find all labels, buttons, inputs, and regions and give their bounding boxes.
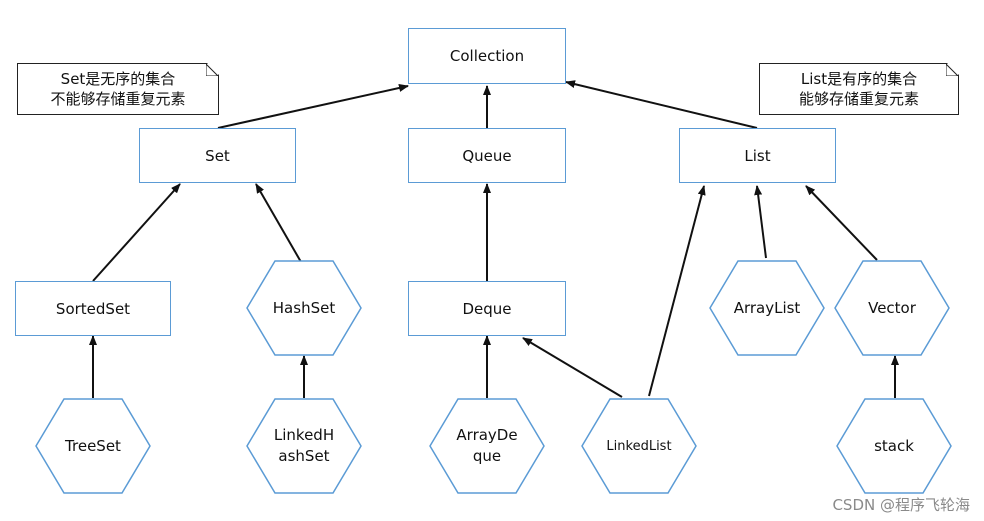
node-treeset-label: TreeSet	[65, 436, 121, 455]
node-arraydeque-label-line1: ArrayDe	[456, 426, 518, 444]
node-arraylist-label: ArrayList	[733, 298, 801, 317]
note-fold-corner	[947, 63, 959, 75]
node-arraydeque-label-line2: que	[472, 447, 502, 465]
note-fold-line	[206, 64, 218, 76]
edge-linkedlist-to-deque	[522, 337, 623, 398]
edge-arraylist-to-list	[754, 185, 767, 259]
hexagon-shape	[709, 260, 825, 356]
note-fold-line	[946, 64, 958, 76]
edge-vector-to-list	[805, 185, 878, 261]
node-linkedhashset: LinkedH ashSet	[246, 398, 362, 494]
node-linkedhashset-label-line1: LinkedH	[273, 426, 335, 444]
node-deque-label: Deque	[462, 299, 512, 318]
node-linkedhashset-label-line2: ashSet	[278, 447, 330, 465]
node-vector: Vector	[834, 260, 950, 356]
node-linkedlist-label: LinkedList	[606, 438, 672, 454]
node-stack: stack	[836, 398, 952, 494]
list-note-line2: 能够存储重复元素	[798, 90, 919, 108]
set-note: Set是无序的集合 不能够存储重复元素	[17, 63, 219, 115]
watermark: CSDN @程序飞轮海	[832, 496, 970, 514]
hexagon-shape	[246, 398, 362, 494]
node-sortedset: SortedSet	[15, 281, 171, 336]
set-note-line2: 不能够存储重复元素	[50, 90, 186, 108]
note-fold-corner	[207, 63, 219, 75]
node-list: List	[679, 128, 836, 183]
node-queue: Queue	[408, 128, 566, 183]
node-queue-label: Queue	[462, 146, 512, 165]
node-linkedhashset-label: LinkedH ashSet	[274, 425, 334, 467]
edge-linkedlist-to-list	[648, 185, 706, 397]
node-vector-label: Vector	[868, 298, 916, 317]
hexagon-shape	[581, 398, 697, 494]
node-set-label: Set	[205, 146, 230, 165]
hexagon-shape	[246, 260, 362, 356]
list-note-line1: List是有序的集合	[800, 70, 918, 88]
node-list-label: List	[744, 146, 771, 165]
node-treeset: TreeSet	[35, 398, 151, 494]
node-sortedset-label: SortedSet	[55, 299, 131, 318]
node-set: Set	[139, 128, 296, 183]
set-note-line1: Set是无序的集合	[60, 70, 176, 88]
hexagon-shape	[836, 398, 952, 494]
node-linkedlist: LinkedList	[581, 398, 697, 494]
node-hashset-label: HashSet	[272, 298, 336, 317]
node-deque: Deque	[408, 281, 566, 336]
edge-hashset-to-set	[255, 183, 302, 263]
node-arraydeque-label: ArrayDe que	[456, 425, 517, 467]
edge-set-to-collection	[217, 84, 409, 129]
node-arraydeque: ArrayDe que	[429, 398, 545, 494]
node-stack-label: stack	[874, 436, 914, 455]
hexagon-shape	[429, 398, 545, 494]
hexagon-shape	[834, 260, 950, 356]
node-hashset: HashSet	[246, 260, 362, 356]
edge-sortedset-to-set	[92, 183, 181, 282]
node-collection: Collection	[408, 28, 566, 84]
node-arraylist: ArrayList	[709, 260, 825, 356]
hexagon-shape	[35, 398, 151, 494]
list-note: List是有序的集合 能够存储重复元素	[759, 63, 959, 115]
node-collection-label: Collection	[449, 47, 525, 65]
edge-list-to-collection	[565, 80, 758, 129]
